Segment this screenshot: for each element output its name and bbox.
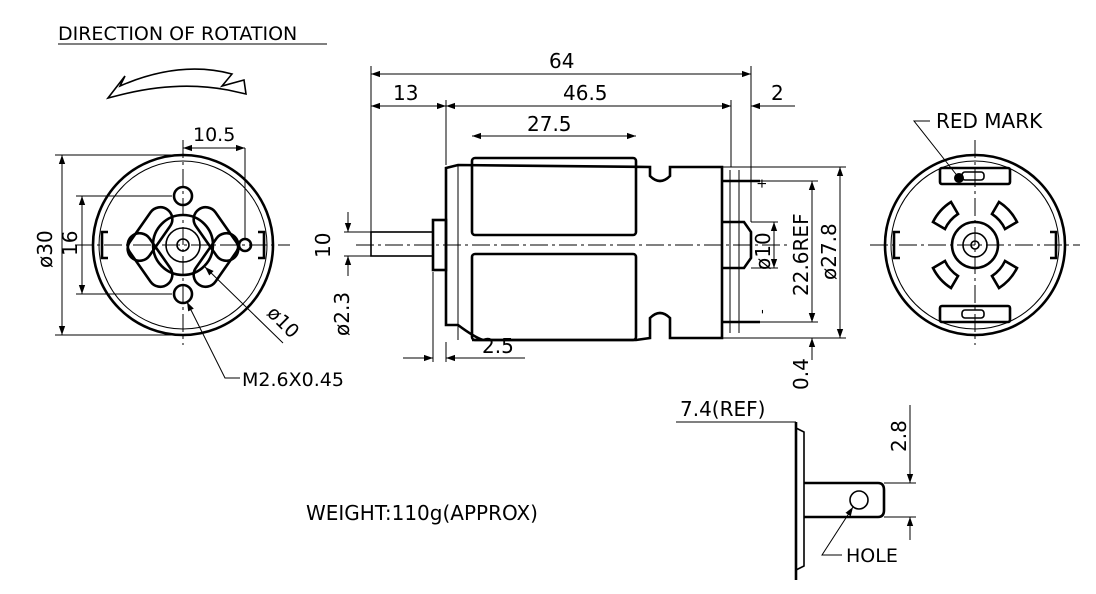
front-view: 10.5 ø30 16 ø10 M2.6X0.45 (33, 124, 344, 391)
overall-length-label: 64 (549, 49, 574, 73)
screw-label: M2.6X0.45 (242, 369, 344, 391)
terminal-hole (849, 490, 869, 510)
vent-slot (192, 231, 240, 289)
terminal-length-label: 2 (771, 81, 784, 105)
weight-label: WEIGHT:110g(APPROX) (306, 501, 538, 525)
boss-dia-label: ø10 (262, 302, 303, 343)
hole-spacing-v-label: 16 (58, 231, 82, 256)
shaft-dia-label: ø2.3 (330, 292, 354, 336)
terminal-tab (804, 481, 886, 519)
body-length-label: 46.5 (563, 81, 608, 105)
magnet-length-label: 27.5 (527, 112, 572, 136)
hole-label: HOLE (846, 545, 898, 567)
shaft-length-label: 13 (393, 81, 418, 105)
magnet-top (470, 156, 638, 237)
side-view: + - 64 13 46.5 2 27.5 10 ø2.3 2.5 (311, 49, 846, 390)
direction-label: DIRECTION OF ROTATION (58, 23, 297, 45)
rear-view: RED MARK (870, 109, 1080, 345)
vent-slot (990, 259, 1019, 290)
endcap-dia-label: ø27.8 (817, 223, 841, 280)
magnet-bottom (470, 252, 638, 342)
terminal-detail: 7.4(REF) 2.8 HOLE (676, 397, 916, 580)
motor-body (444, 163, 724, 342)
vent-slot (931, 259, 960, 290)
hole-spacing-label: 10.5 (193, 124, 235, 146)
terminal-ref-len-label: 7.4(REF) (680, 397, 765, 421)
terminal-tab-label: 2.8 (887, 420, 911, 452)
vent-slot (931, 200, 960, 231)
rear-boss-dia-label: ø10 (751, 232, 775, 270)
shaft-size-label: 10 (311, 233, 335, 258)
rotation-section: DIRECTION OF ROTATION (58, 23, 327, 100)
body-dia-label: ø30 (33, 230, 57, 268)
terminal-ref-label: 22.6REF (789, 213, 813, 296)
plus-terminal-label: + (755, 178, 770, 189)
vent-slot (126, 231, 174, 289)
terminal-offset-label: 0.4 (789, 358, 813, 390)
minus-terminal-label: - (755, 309, 770, 314)
boss-height-label: 2.5 (482, 334, 514, 358)
shaft (370, 231, 434, 257)
vent-slot (990, 200, 1019, 231)
rotation-arrow-icon (105, 68, 247, 100)
red-mark-label: RED MARK (936, 109, 1043, 133)
